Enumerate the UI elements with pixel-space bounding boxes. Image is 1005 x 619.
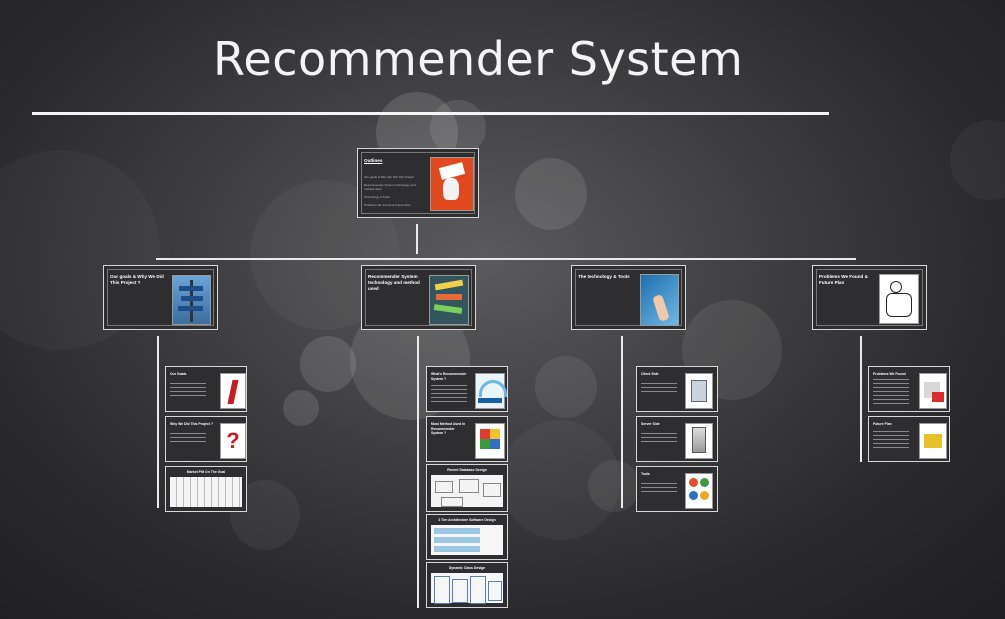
slide-bullet: Recommender System technology and method… (364, 183, 416, 191)
slide-title: The technology & Tools (578, 274, 630, 279)
diagram-thumbnail (431, 573, 503, 604)
page-title: Recommender System (213, 32, 744, 86)
child-slide[interactable]: Client Side (636, 366, 718, 412)
branch-slide-goals[interactable]: Our goals & Why We Did This Project ? (103, 265, 218, 330)
slide-bullet: Problems We Found & Future Plan (364, 203, 411, 207)
child-slide[interactable]: Recent Database Design (426, 464, 508, 512)
branch-slide-problems-future[interactable]: Problems We Found & Future Plan (812, 265, 927, 330)
slide-text (641, 483, 677, 495)
bokeh-light (500, 420, 620, 540)
branch-connector (860, 336, 862, 462)
child-slide[interactable]: Why We Did This Project ? ? (165, 416, 247, 462)
child-slide[interactable]: Market Pitt On The Goal (165, 466, 247, 512)
bokeh-light (300, 336, 356, 392)
diagram-thumbnail (431, 475, 503, 507)
slide-frame (361, 152, 475, 214)
child-slide[interactable]: Most Method Used In Recommender System ? (426, 416, 508, 462)
child-slide[interactable]: 3 Tier Architecture Software Design (426, 514, 508, 560)
root-slide[interactable]: Outlines Our goals & Why We Did This Pro… (357, 148, 479, 218)
rainbow-image (475, 373, 507, 409)
slide-title: Our Goals (170, 372, 187, 376)
branch-slide-technology-tools[interactable]: The technology & Tools (571, 265, 686, 330)
question-mark-image: ? (220, 423, 246, 459)
slide-bullet: Technology & Tools (364, 195, 390, 199)
slide-text (641, 383, 677, 395)
puzzle-image (475, 423, 505, 459)
branch-connector (157, 336, 159, 508)
slide-title: Recent Database Design (447, 468, 487, 472)
slide-title: Outlines (364, 158, 383, 163)
child-slide[interactable]: Problems We Found (868, 366, 950, 412)
chalkboard-image (429, 275, 469, 325)
touchscreen-image (640, 274, 679, 326)
child-slide[interactable]: What's Recommender System ? (426, 366, 508, 412)
diagram-thumbnail (170, 477, 242, 507)
slide-title: Our goals & Why We Did This Project ? (110, 274, 164, 285)
child-slide[interactable]: Our Goals (165, 366, 247, 412)
slide-title: Most Method Used In Recommender System ? (431, 422, 466, 435)
branch-bus (156, 258, 856, 260)
tools-logos-image (685, 473, 713, 509)
diagram-thumbnail (431, 525, 503, 555)
project-sign-image (430, 157, 474, 211)
bokeh-light (535, 356, 597, 418)
branch-connector (621, 336, 623, 508)
branch-slide-technology-method[interactable]: Recommender System technology and method… (361, 265, 476, 330)
slide-title: Future Plan (873, 422, 892, 426)
title-underline (32, 112, 829, 115)
child-slide[interactable]: Tools (636, 466, 718, 512)
bokeh-light (515, 158, 587, 230)
slide-text (873, 431, 909, 451)
signpost-image (172, 275, 211, 325)
slide-text (873, 379, 909, 405)
growth-arrow-image (220, 373, 246, 409)
bokeh-light (950, 120, 1005, 200)
child-slide[interactable]: Future Plan (868, 416, 950, 462)
slide-title: Market Pitt On The Goal (186, 470, 226, 474)
slide-title: Problems We Found & Future Plan (819, 274, 868, 285)
server-image (685, 423, 713, 459)
root-connector (416, 224, 418, 254)
slide-title: Why We Did This Project ? (170, 422, 213, 426)
ladder-image (919, 423, 947, 459)
slide-bullet: Our goals & Why We Did This Project (364, 175, 414, 179)
slide-text (641, 433, 677, 445)
slide-title: 3 Tier Architecture Software Design (438, 518, 496, 522)
slide-frame (107, 269, 214, 326)
slide-frame (365, 269, 472, 326)
slide-frame (816, 269, 923, 326)
slide-title: Server Side (641, 422, 660, 426)
branch-connector (417, 336, 419, 608)
slide-text (170, 433, 206, 443)
client-computer-image (685, 373, 713, 409)
slide-title: Dynamic Class Design (448, 566, 486, 570)
slide-text (170, 383, 206, 399)
thinking-person-image (879, 274, 919, 324)
bokeh-light (588, 460, 640, 512)
slide-title: What's Recommender System ? (431, 372, 467, 381)
slide-title: Problems We Found (873, 372, 906, 376)
child-slide[interactable]: Dynamic Class Design (426, 562, 508, 608)
child-slide[interactable]: Server Side (636, 416, 718, 462)
bokeh-light (283, 390, 319, 426)
slide-title: Client Side (641, 372, 659, 376)
slide-title: Recommender System technology and method… (368, 274, 420, 291)
puzzle-piece-image (919, 373, 947, 409)
slide-title: Tools (641, 472, 650, 476)
slide-text (431, 385, 467, 405)
slide-frame (575, 269, 682, 326)
